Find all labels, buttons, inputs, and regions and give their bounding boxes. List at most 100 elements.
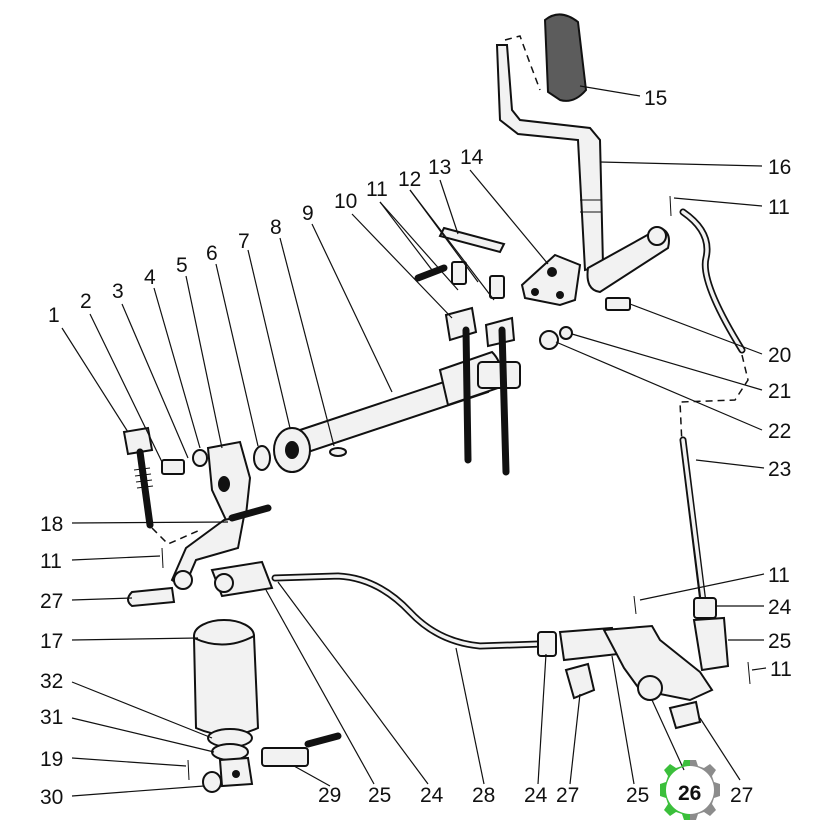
right-link-rod-in (681, 210, 744, 352)
plate-hole-2 (531, 288, 539, 296)
pivot-arm-eye (647, 226, 667, 246)
leader-32 (71, 681, 213, 739)
callout-7: 7 (238, 230, 250, 253)
leader-3 (121, 303, 189, 459)
part-4-washer (192, 449, 208, 467)
callout-11e: 11 (40, 550, 62, 573)
fork-rod-left (462, 326, 472, 464)
callout-28: 28 (472, 784, 495, 807)
leader-23 (695, 459, 765, 469)
callout-17: 17 (40, 630, 63, 653)
leader-15 (579, 85, 641, 97)
part-16-lever (495, 44, 605, 272)
callout-27b: 27 (40, 590, 63, 613)
leader-18 (71, 521, 229, 524)
callout-14: 14 (460, 146, 484, 169)
callout-27a: 27 (730, 784, 753, 807)
callout-26-badge: 26 (660, 760, 720, 820)
leader-1 (61, 327, 129, 433)
pin-18 (228, 504, 272, 522)
part-27-pin-right (668, 700, 702, 730)
callout-21: 21 (768, 380, 791, 403)
callout-11c: 11 (768, 564, 790, 587)
leader-11a-1 (379, 201, 433, 271)
leader-17 (71, 637, 199, 641)
leader-26 (651, 699, 685, 771)
callout-19: 19 (40, 748, 63, 771)
guide-dash-right (679, 354, 749, 446)
part-23-rod-in (681, 438, 706, 608)
leader-2 (89, 313, 163, 463)
leader-11c (639, 573, 765, 601)
callout-12: 12 (398, 168, 421, 191)
shaft-bracket (477, 361, 521, 389)
part-21-washer (559, 326, 573, 340)
callout-11a: 11 (366, 178, 388, 201)
fork-rod-right (498, 326, 510, 476)
part-29-stud-thread (304, 732, 342, 748)
leader-11a-2 (379, 201, 459, 291)
part-24-nut-mid (537, 631, 557, 657)
callout-6: 6 (206, 242, 218, 265)
gear-center (672, 772, 708, 808)
leader-25b (265, 589, 375, 785)
cylinder-eye-hole (232, 770, 240, 778)
callout-16: 16 (768, 156, 791, 179)
part-8-key (329, 447, 347, 457)
part-22-nut (539, 330, 559, 350)
callout-11b: 11 (768, 196, 790, 219)
callout-27c: 27 (556, 784, 579, 807)
part-1-bolt-shank (136, 448, 154, 529)
pin-upper-b (669, 195, 672, 217)
right-link-rod (679, 208, 746, 354)
leader-14 (469, 169, 549, 265)
callout-24a: 24 (768, 596, 792, 619)
leader-lines (61, 85, 767, 797)
part-25-clevis-vert (692, 616, 730, 672)
bolt-threads (133, 467, 154, 489)
leader-21 (571, 333, 763, 391)
callout-11d: 11 (770, 658, 792, 681)
bellcrank-eye (637, 675, 663, 701)
callout-23: 23 (768, 458, 791, 481)
leader-11b (673, 197, 763, 207)
part-30-washer (202, 771, 222, 793)
fork-lug-left (451, 261, 467, 285)
lower-left-arm-eye (173, 570, 193, 590)
part-20-bolt (605, 297, 631, 311)
callout-8: 8 (270, 216, 282, 239)
callout-numbers: 1 2 3 4 5 6 7 8 9 10 11 12 13 14 15 16 1… (40, 87, 792, 809)
leader-31 (71, 717, 215, 753)
callout-5: 5 (176, 254, 188, 277)
leader-7 (247, 249, 291, 429)
leader-12-2 (409, 189, 495, 301)
clevis-left-eye (214, 573, 234, 593)
gear-badge-icon (660, 760, 720, 820)
callout-4: 4 (144, 266, 156, 289)
leader-29 (293, 765, 331, 787)
callout-10: 10 (334, 190, 357, 213)
leader-20 (629, 303, 763, 355)
pin-11-right-a (633, 595, 637, 615)
part-24-nut-right (693, 597, 717, 619)
callout-20: 20 (768, 344, 791, 367)
part-13-plate (438, 226, 506, 254)
leader-24c (537, 653, 547, 785)
part-28-rod-in (273, 574, 542, 648)
part-27-pin-mid (564, 662, 596, 700)
leader-27a (699, 717, 741, 781)
leader-24b (277, 581, 429, 785)
callout-2: 2 (80, 290, 92, 313)
callout-22: 22 (768, 420, 791, 443)
callout-30: 30 (40, 786, 63, 809)
leader-9 (311, 223, 393, 393)
callout-29: 29 (318, 784, 341, 807)
leader-28 (455, 647, 485, 785)
callout-26: 26 (678, 782, 701, 805)
leader-11e (71, 555, 161, 561)
leader-30 (71, 785, 205, 797)
part-14-plate (520, 253, 582, 307)
leader-6 (215, 263, 259, 447)
plate-hole-1 (547, 267, 557, 277)
